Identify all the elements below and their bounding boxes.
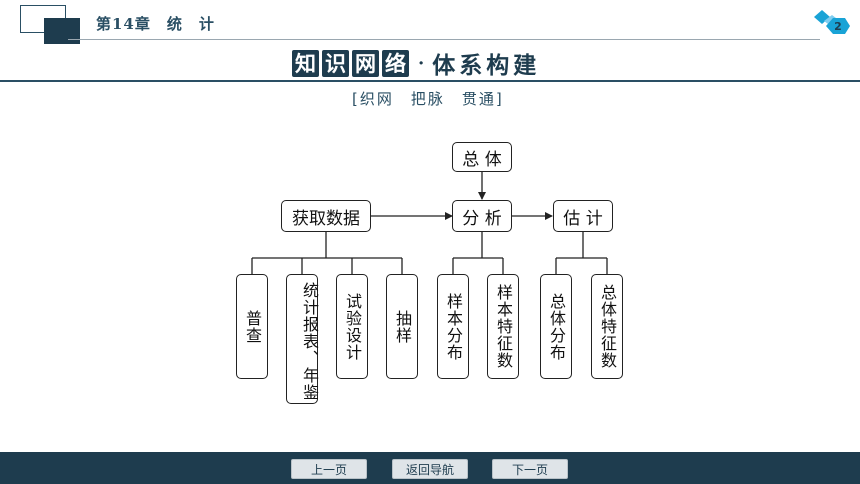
node-sampling: 抽样 — [386, 274, 418, 379]
title-char-box: 网 — [352, 49, 379, 77]
node-acquire-data: 获取数据 — [281, 200, 371, 232]
node-census: 普查 — [236, 274, 268, 379]
next-page-button[interactable]: 下一页 — [492, 459, 568, 479]
node-population-distribution: 总体分布 — [540, 274, 572, 379]
section-title: 知 识 网 络 · 体系构建 — [292, 48, 541, 79]
title-right-text: 体系构建 — [432, 53, 541, 79]
header-divider — [68, 39, 820, 40]
title-separator: · — [418, 52, 425, 74]
section-subtitle: [织网 把脉 贯通] — [352, 90, 504, 108]
hexagon-icon — [826, 18, 850, 34]
node-estimate: 估 计 — [553, 200, 613, 232]
node-total: 总 体 — [452, 142, 512, 172]
prev-page-button[interactable]: 上一页 — [291, 459, 367, 479]
title-rule-center — [290, 80, 570, 82]
page-number: 2 — [834, 20, 842, 33]
title-char-box: 知 — [292, 49, 319, 77]
node-experiment-design: 试验设计 — [336, 274, 368, 379]
title-rule-left — [0, 80, 290, 82]
node-analyze: 分 析 — [452, 200, 512, 232]
page-number-badge: 2 — [814, 10, 850, 34]
title-rule-right — [570, 80, 860, 82]
title-char-box: 识 — [322, 49, 349, 77]
back-to-nav-button[interactable]: 返回导航 — [392, 459, 468, 479]
node-statistical-reports: 统计报表、年鉴 — [286, 274, 319, 404]
title-char-box: 络 — [382, 49, 409, 77]
chapter-title: 第14章 统 计 — [96, 15, 215, 33]
node-sample-distribution: 样本分布 — [437, 274, 469, 379]
node-sample-features: 样本特征数 — [487, 274, 519, 379]
node-population-features: 总体特征数 — [591, 274, 623, 379]
